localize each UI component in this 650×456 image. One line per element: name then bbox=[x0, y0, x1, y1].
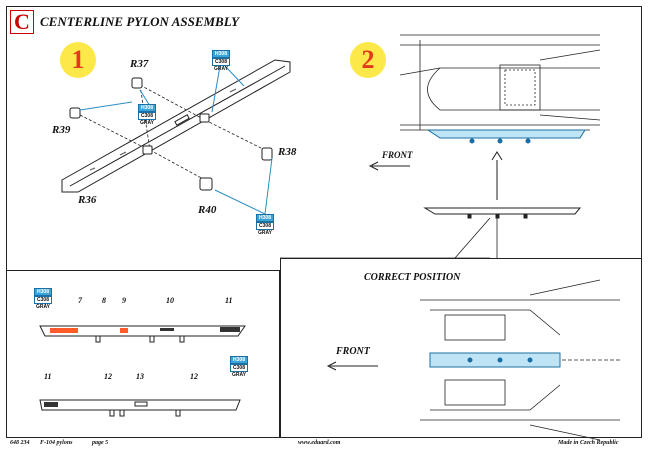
part-label-r36: R36 bbox=[78, 194, 97, 206]
footer-website: www.eduard.com bbox=[298, 440, 341, 446]
decal-number: 9 bbox=[122, 296, 126, 305]
footer-page: page 5 bbox=[92, 440, 109, 446]
step2-fuselage-drawing bbox=[399, 34, 601, 131]
footer-origin: Made in Czech Republic bbox=[558, 440, 619, 446]
front-label-correct-position: FRONT bbox=[336, 346, 370, 357]
decal-number: 11 bbox=[225, 296, 233, 305]
paint-callout: H308 C308 GRAY bbox=[34, 288, 52, 310]
decal-number: 7 bbox=[78, 296, 82, 305]
decal-number: 13 bbox=[136, 372, 144, 381]
step2-pylon-part bbox=[423, 207, 582, 219]
decal-number: 12 bbox=[190, 372, 198, 381]
paint-callout: H308 C308 GRAY bbox=[212, 50, 230, 72]
part-label-r38: R38 bbox=[278, 146, 297, 158]
decal-pylon-lower bbox=[39, 399, 241, 417]
part-label-r39: R39 bbox=[52, 124, 71, 136]
page-title: CENTERLINE PYLON ASSEMBLY bbox=[40, 14, 240, 29]
decal-pylon-upper bbox=[39, 325, 246, 343]
step-number-1: 1 bbox=[60, 42, 96, 78]
front-label-step2: FRONT bbox=[382, 150, 413, 160]
section-badge: C bbox=[10, 10, 34, 34]
part-label-r40: R40 bbox=[198, 204, 217, 216]
decal-placement-panel bbox=[6, 270, 280, 438]
correct-position-drawing bbox=[420, 279, 620, 441]
paint-callout: H308 C308 GRAY bbox=[256, 214, 274, 236]
paint-callout: H308 C308 GRAY bbox=[138, 104, 156, 126]
decal-number: 12 bbox=[104, 372, 112, 381]
part-label-r37: R37 bbox=[130, 58, 149, 70]
step1-pylon-drawing bbox=[61, 59, 291, 193]
correct-position-pylon bbox=[429, 352, 561, 368]
footer-catalog: 648 234 bbox=[10, 440, 30, 446]
section-letter: C bbox=[14, 9, 30, 34]
decal-number: 11 bbox=[44, 372, 52, 381]
footer-product: F-104 pylons bbox=[40, 440, 73, 446]
decal-number: 8 bbox=[102, 296, 106, 305]
step2-pylon-installed bbox=[426, 129, 586, 144]
correct-position-title: CORRECT POSITION bbox=[364, 272, 461, 283]
decal-number: 10 bbox=[166, 296, 174, 305]
paint-callout: H308 C308 GRAY bbox=[230, 356, 248, 378]
step1-small-parts bbox=[69, 77, 273, 191]
correct-position-panel bbox=[280, 258, 642, 438]
step-number-2: 2 bbox=[350, 42, 386, 78]
